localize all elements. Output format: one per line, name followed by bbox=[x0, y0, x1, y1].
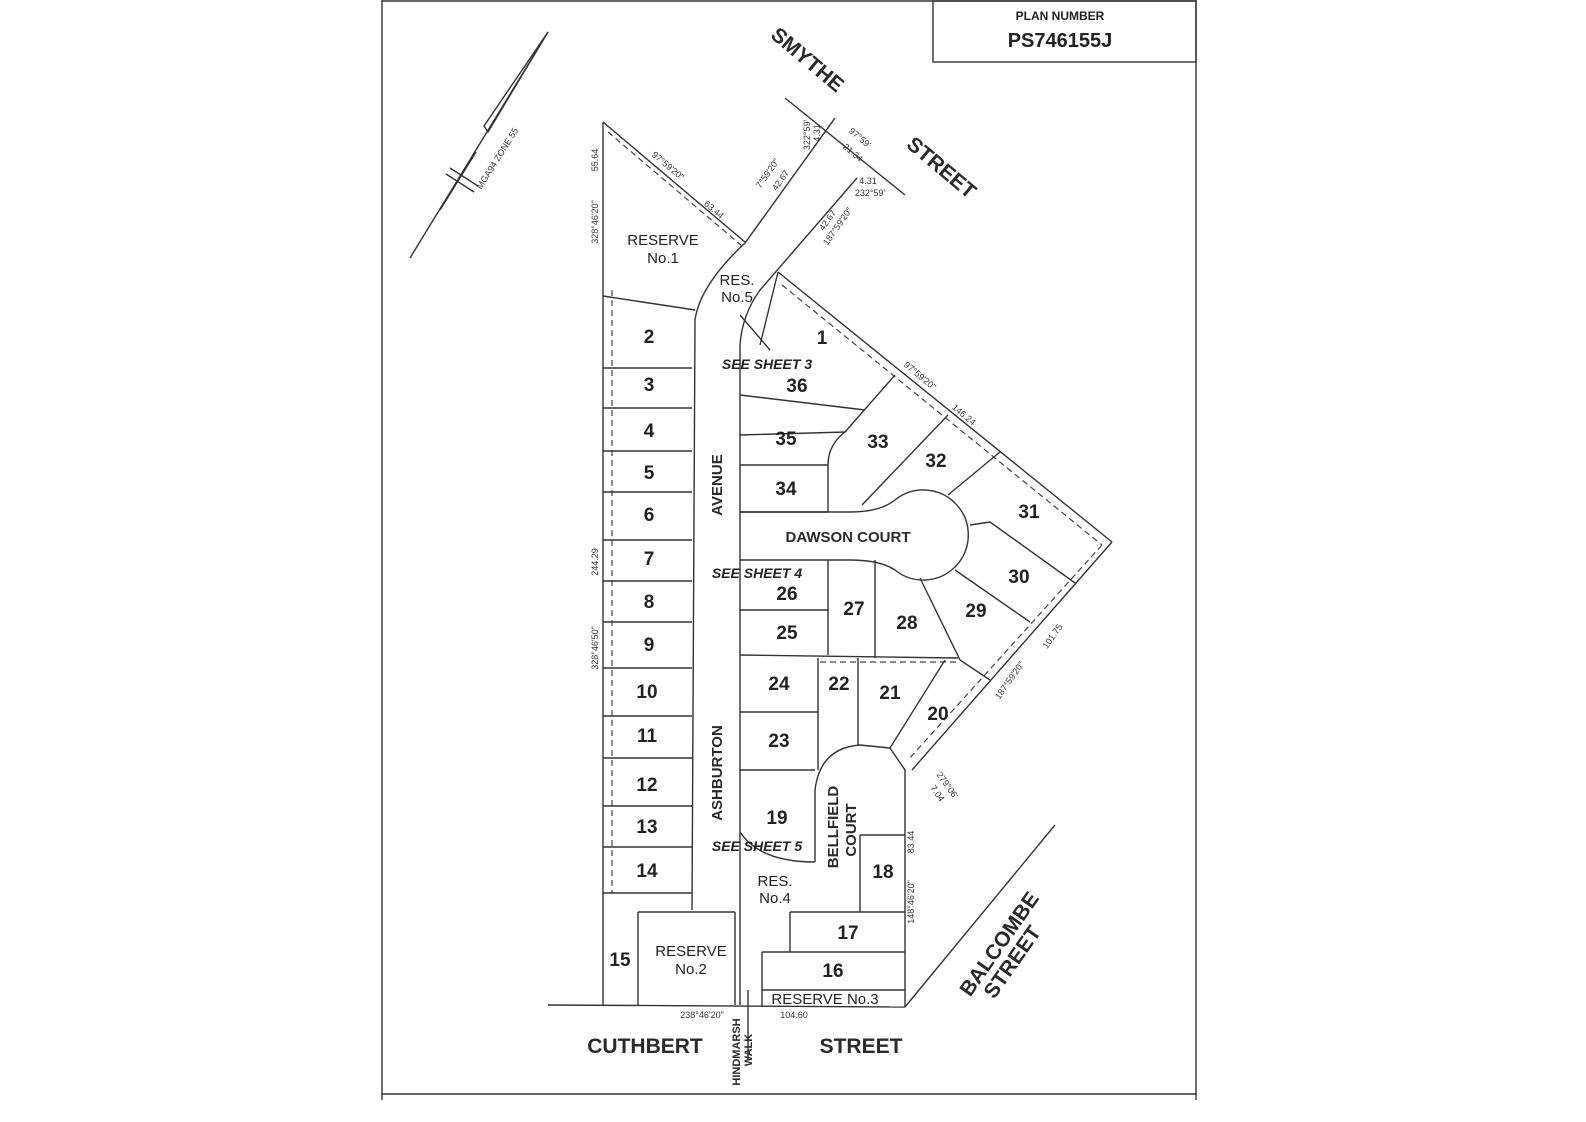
lot-22: 22 bbox=[828, 674, 849, 695]
dimension: 4.31 bbox=[859, 176, 877, 186]
lot-1: 1 bbox=[817, 328, 828, 349]
dimension: 187°59'20" bbox=[993, 660, 1026, 701]
lot-labels: 1 2 3 4 5 6 7 8 9 10 11 12 13 14 15 16 1… bbox=[609, 327, 1040, 982]
lot-11: 11 bbox=[637, 726, 658, 747]
dimension: 55.64 bbox=[590, 149, 600, 172]
see-sheet-5-note: SEE SHEET 5 bbox=[712, 838, 802, 854]
lot-25: 25 bbox=[776, 623, 798, 644]
plan-number-label: PLAN NUMBER bbox=[1016, 9, 1105, 23]
lot-9: 9 bbox=[644, 635, 655, 656]
lot-21: 21 bbox=[879, 683, 901, 704]
reserve-4-label: RES. bbox=[757, 873, 792, 890]
lot-34: 34 bbox=[775, 479, 797, 500]
reserve-1-label: RESERVE bbox=[627, 232, 698, 249]
reserve-2-label: RESERVE bbox=[655, 943, 726, 960]
lot-20: 20 bbox=[927, 704, 948, 725]
street-label-cuthbert-street: STREET bbox=[820, 1035, 903, 1058]
lot-18: 18 bbox=[872, 862, 893, 883]
lot-23: 23 bbox=[768, 731, 789, 752]
lot-4: 4 bbox=[644, 421, 655, 442]
lot-33: 33 bbox=[867, 432, 888, 453]
lot-35: 35 bbox=[775, 429, 797, 450]
lot-8: 8 bbox=[644, 592, 655, 613]
street-label-bellfield: BELLFIELD bbox=[825, 786, 842, 869]
street-label-walk: WALK bbox=[743, 1034, 755, 1066]
reserve-4-number: No.4 bbox=[759, 890, 791, 907]
reserve-3-label: RESERVE No.3 bbox=[771, 991, 878, 1008]
lot-10: 10 bbox=[636, 682, 657, 703]
lot-27: 27 bbox=[843, 599, 864, 620]
dimension: 104.60 bbox=[780, 1010, 808, 1020]
street-label-bellfield-court: COURT bbox=[843, 803, 860, 856]
lot-30: 30 bbox=[1008, 567, 1029, 588]
dimension: 83.44 bbox=[906, 831, 916, 854]
lot-17: 17 bbox=[837, 923, 858, 944]
lot-26: 26 bbox=[776, 584, 797, 605]
dimension: 63.44 bbox=[702, 199, 726, 221]
street-label-avenue: AVENUE bbox=[709, 454, 726, 515]
dimension: 244.29 bbox=[590, 548, 600, 576]
reserve-2-number: No.2 bbox=[675, 961, 707, 978]
dimension: 328°46'20" bbox=[590, 200, 600, 244]
lot-19: 19 bbox=[766, 808, 787, 829]
lot-29: 29 bbox=[965, 601, 986, 622]
street-label-cuthbert: CUTHBERT bbox=[587, 1035, 703, 1058]
dimension: 4.31 bbox=[812, 124, 822, 142]
lot-36: 36 bbox=[786, 376, 807, 397]
reserve-5-label: RES. bbox=[719, 272, 754, 289]
street-label-smythe-street: STREET bbox=[902, 133, 980, 204]
lot-31: 31 bbox=[1018, 502, 1040, 523]
lot-28: 28 bbox=[896, 613, 917, 634]
lot-5: 5 bbox=[644, 463, 655, 484]
reserve-1-number: No.1 bbox=[647, 250, 679, 267]
plan-number: PS746155J bbox=[1008, 30, 1113, 52]
street-label-dawson-court: DAWSON COURT bbox=[786, 529, 911, 546]
lot-32: 32 bbox=[925, 451, 946, 472]
reserve-5-number: No.5 bbox=[721, 289, 753, 306]
lot-12: 12 bbox=[636, 775, 657, 796]
parcel-boundaries bbox=[547, 97, 1113, 1060]
lot-2: 2 bbox=[644, 327, 655, 348]
lot-24: 24 bbox=[768, 674, 790, 695]
lot-13: 13 bbox=[636, 817, 657, 838]
lot-15: 15 bbox=[609, 950, 631, 971]
lot-14: 14 bbox=[636, 861, 658, 882]
see-sheet-4-note: SEE SHEET 4 bbox=[712, 565, 802, 581]
street-label-hindmarsh: HINDMARSH bbox=[731, 1018, 743, 1085]
lot-6: 6 bbox=[644, 505, 655, 526]
dimension: 232°59' bbox=[855, 188, 886, 198]
dimension: 238°46'20" bbox=[680, 1010, 724, 1020]
lot-3: 3 bbox=[644, 375, 655, 396]
plan-number-box: PLAN NUMBER PS746155J bbox=[932, 0, 1197, 63]
dimension: 101.75 bbox=[1041, 622, 1065, 650]
dimension: 322°59' bbox=[802, 120, 812, 151]
street-label-smythe: SMYTHE bbox=[766, 23, 848, 97]
lot-16: 16 bbox=[822, 961, 843, 982]
dimension: 328°46'50" bbox=[590, 626, 600, 670]
north-arrow-label: MGA94 ZONE 55 bbox=[475, 126, 521, 191]
street-label-ashburton: ASHBURTON bbox=[709, 725, 726, 821]
sheet-frame bbox=[381, 0, 1197, 1100]
north-arrow-icon: MGA94 ZONE 55 bbox=[409, 31, 549, 259]
dimension: 148°46'20" bbox=[906, 880, 916, 924]
see-sheet-3-note: SEE SHEET 3 bbox=[722, 356, 812, 372]
lot-7: 7 bbox=[644, 549, 655, 570]
